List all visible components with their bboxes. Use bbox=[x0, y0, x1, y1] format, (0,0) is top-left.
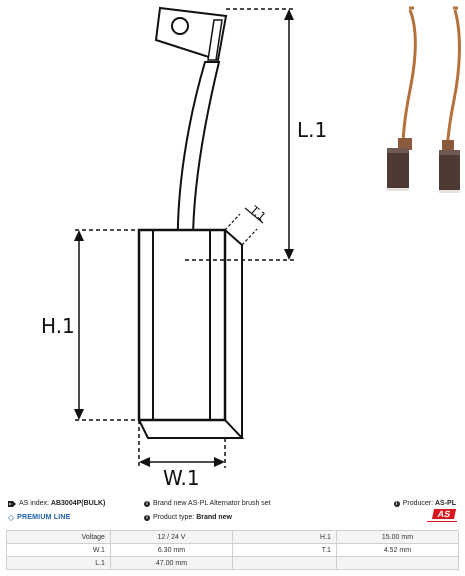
spec-key: H.1 bbox=[231, 530, 337, 544]
spec-value: 47.00 mm bbox=[109, 556, 233, 570]
info-icon: i bbox=[144, 500, 150, 507]
label-w1: W.1 bbox=[163, 466, 200, 490]
label-h1: H.1 bbox=[41, 314, 75, 338]
spec-key: L.1 bbox=[6, 556, 111, 570]
label-t1: T.1 bbox=[247, 203, 268, 224]
logo-tagline bbox=[427, 521, 457, 522]
lead-wire bbox=[176, 61, 221, 254]
spec-key: T.1 bbox=[231, 543, 337, 557]
logo-mark: AS bbox=[431, 509, 457, 519]
as-index-label: AS index: bbox=[19, 500, 49, 507]
producer-value: AS-PL bbox=[435, 500, 456, 507]
info-icon: i bbox=[144, 514, 150, 521]
brush-technical-drawing: L.1 H.1 W.1 T.1 bbox=[41, 6, 327, 490]
as-index-value: AB3004P(BULK) bbox=[50, 500, 106, 507]
producer-label: Producer: bbox=[402, 500, 434, 507]
left-brush-shunt bbox=[398, 138, 412, 150]
label-l1: L.1 bbox=[297, 118, 327, 142]
product-type: i Product type: Brand new bbox=[144, 513, 232, 522]
product-type-label: Product type: bbox=[153, 514, 195, 521]
product-type-value: Brand new bbox=[196, 514, 232, 521]
spec-key bbox=[231, 556, 337, 570]
as-index: AS index: AB3004P(BULK) bbox=[8, 499, 105, 508]
left-brush-carbon bbox=[387, 148, 409, 190]
brush-body bbox=[137, 228, 227, 422]
producer: i Producer: AS-PL bbox=[393, 499, 456, 508]
right-brush-shunt bbox=[442, 140, 454, 152]
right-brush-carbon bbox=[439, 150, 460, 192]
premium-line: ◇ PREMIUM LINE bbox=[8, 513, 71, 522]
info-icon: i bbox=[393, 500, 400, 507]
description: i Brand new AS-PL Alternator brush set bbox=[144, 499, 271, 508]
spec-value: 4.52 mm bbox=[335, 543, 460, 557]
spec-value: 15.00 mm bbox=[335, 530, 460, 544]
tag-icon bbox=[8, 500, 16, 507]
spec-value: 6.30 mm bbox=[109, 543, 233, 557]
as-pl-logo: AS bbox=[427, 509, 457, 525]
spec-value bbox=[335, 556, 460, 570]
left-brush-lead bbox=[401, 9, 417, 149]
spec-key: Voltage bbox=[6, 530, 111, 544]
spec-key: W.1 bbox=[6, 543, 111, 557]
terminal-hole bbox=[171, 17, 189, 35]
premium-line-text: PREMIUM LINE bbox=[17, 514, 71, 521]
right-brush-lead bbox=[445, 9, 461, 151]
diamond-icon: ◇ bbox=[8, 513, 15, 522]
description-text: Brand new AS-PL Alternator brush set bbox=[153, 500, 271, 507]
product-photo bbox=[387, 6, 461, 193]
spec-value: 12 / 24 V bbox=[109, 530, 233, 544]
